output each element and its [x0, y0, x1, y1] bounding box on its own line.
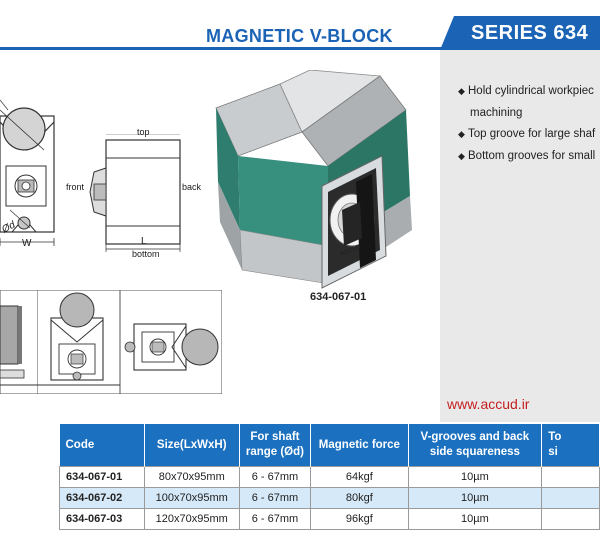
cell-force: 80kgf [310, 486, 409, 509]
length-label: L [141, 236, 147, 247]
cell-size: 100x70x95mm [143, 486, 240, 509]
back-label: back [182, 182, 202, 192]
cell-truncated [541, 507, 600, 530]
cell-squareness: 10µm [407, 507, 543, 530]
col-size: Size(LxWxH) [144, 424, 240, 466]
header-rule [0, 47, 600, 50]
bullet-icon: ◆ [458, 86, 465, 96]
bottom-label: bottom [132, 249, 160, 259]
cell-force: 96kgf [310, 507, 409, 530]
feature-item-3: ◆Bottom grooves for small [458, 150, 596, 162]
front-label: front [66, 182, 85, 192]
cell-truncated [541, 486, 600, 509]
series-tab [440, 16, 600, 50]
cell-squareness: 10µm [407, 465, 543, 488]
cell-range: 6 - 67mm [238, 486, 312, 509]
col-magnetic-force: Magnetic force [310, 424, 409, 466]
feature-panel [440, 50, 600, 422]
usage-panel-3 [120, 290, 222, 394]
cell-code: 634-067-02 [59, 486, 145, 509]
col-code: Code [59, 424, 145, 466]
v-block-product-image [215, 70, 412, 289]
page-title: MAGNETIC V-BLOCK [206, 26, 393, 46]
table-row: 634-067-01 80x70x95mm 6 - 67mm 64kgf 10µ… [59, 465, 600, 488]
side-view-drawing [89, 134, 181, 252]
usage-panel-1 [0, 290, 38, 394]
cell-truncated [541, 465, 600, 488]
table-row: 634-067-03 120x70x95mm 6 - 67mm 96kgf 10… [59, 507, 600, 530]
bullet-icon: ◆ [458, 129, 465, 139]
cell-code: 634-067-03 [59, 507, 145, 530]
feature-item-2: ◆Top groove for large shaf [458, 128, 596, 140]
website-link[interactable]: www.accud.ir [447, 396, 530, 412]
product-model-label: 634-067-01 [310, 291, 367, 303]
cell-range: 6 - 67mm [238, 465, 312, 488]
cell-squareness: 10µm [407, 486, 543, 509]
bullet-icon: ◆ [458, 151, 465, 161]
cell-size: 120x70x95mm [143, 507, 240, 530]
feature-item-1: ◆Hold cylindrical workpiec [458, 85, 594, 97]
series-label: SERIES 634 [471, 22, 589, 44]
front-view-drawing [0, 99, 55, 246]
top-label: top [137, 127, 150, 137]
width-label: W [22, 238, 32, 249]
feature-item-1-cont: machining [470, 107, 523, 119]
cell-range: 6 - 67mm [238, 507, 312, 530]
cell-size: 80x70x95mm [143, 465, 240, 488]
cell-code: 634-067-01 [59, 465, 145, 488]
cell-force: 64kgf [310, 465, 409, 488]
table-row: 634-067-02 100x70x95mm 6 - 67mm 80kgf 10… [59, 486, 600, 509]
usage-panel-2 [37, 290, 120, 394]
